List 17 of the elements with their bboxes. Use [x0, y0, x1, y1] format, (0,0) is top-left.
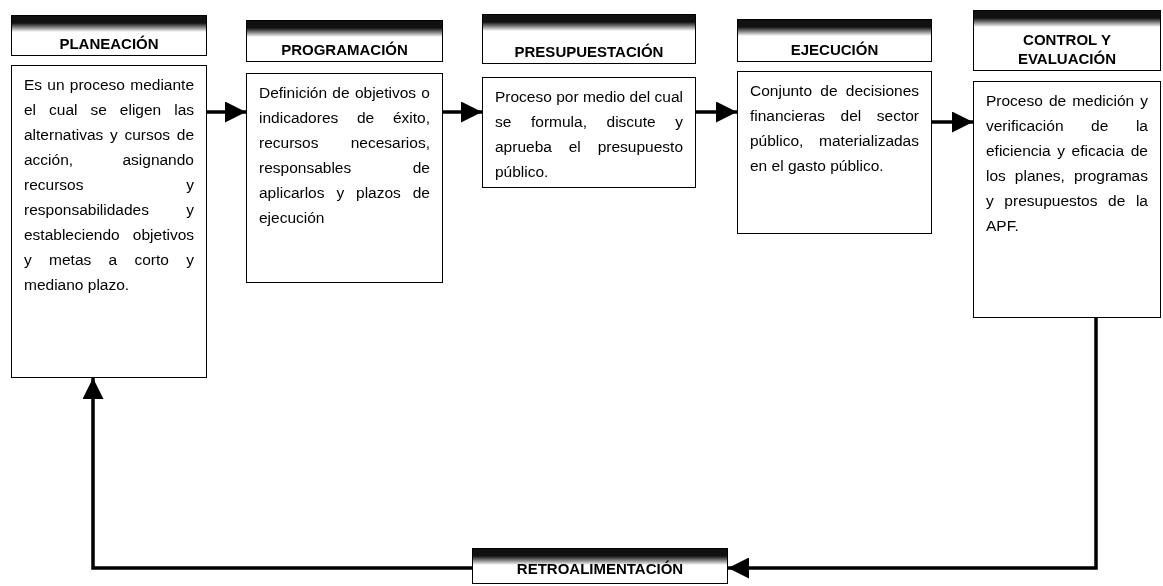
arrow	[207, 101, 246, 123]
description-box: Definición de objetivos o indicadores de éxito, recursos necesarios, responsables de aplicarlos y plazos de ejecución	[246, 73, 443, 283]
description-box: Proceso por medio del cual se formula, discute y aprueba el presupuesto público.	[482, 77, 696, 188]
feedback-box: RETROALIMENTACIÓN	[472, 548, 728, 584]
arrow	[443, 101, 482, 123]
description-box: Proceso de medición y verificación de la eficiencia y eficacia de los planes, programas y presupuestos de la APF.	[973, 81, 1161, 318]
arrow	[728, 318, 1098, 579]
arrow	[696, 101, 737, 123]
stage-header: PRESUPUESTACIÓN	[482, 14, 696, 64]
stage-header: CONTROL Y EVALUACIÓN	[973, 10, 1161, 71]
arrow	[82, 378, 472, 570]
description-box: Es un proceso mediante el cual se eligen las alternativas y cursos de acción, asignando recursos y responsabilidades y estableciendo objetivos y metas a corto y mediano plazo.	[11, 65, 207, 378]
description-box: Conjunto de decisiones financieras del sector público, materializadas en el gasto público.	[737, 71, 932, 234]
stage-header: EJECUCIÓN	[737, 19, 932, 62]
stage-header: PLANEACIÓN	[11, 15, 207, 56]
arrow	[932, 111, 973, 133]
stage-header: PROGRAMACIÓN	[246, 20, 443, 62]
